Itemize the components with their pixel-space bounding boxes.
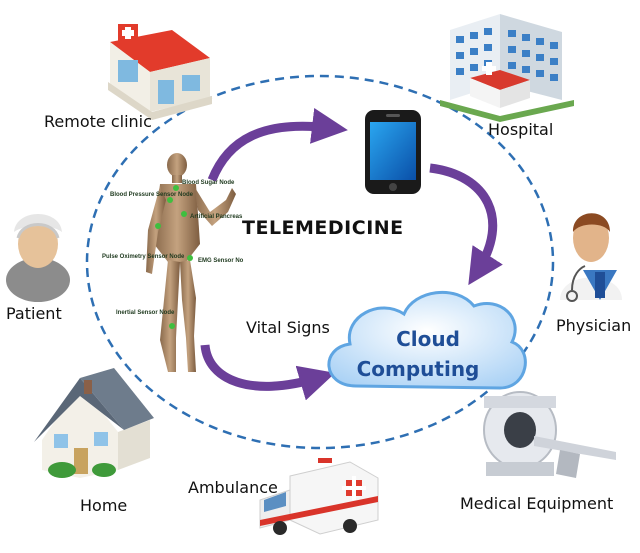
hospital-icon <box>440 14 574 122</box>
sensor-label-pulse-oximetry: Pulse Oximetry Sensor Node <box>102 254 185 260</box>
home-icon <box>34 368 154 478</box>
vital-signs-label: Vital Signs <box>246 318 330 337</box>
label-home: Home <box>80 496 128 515</box>
mri-scanner-icon <box>483 391 616 478</box>
physician-icon <box>560 213 622 302</box>
label-physician: Physician <box>556 316 632 335</box>
arrow-body-to-phone <box>207 108 348 182</box>
label-patient: Patient <box>6 304 62 323</box>
arrow-phone-to-cloud <box>429 163 503 286</box>
cloud-label-line2: Computing <box>357 357 480 381</box>
label-medical-equipment: Medical Equipment <box>460 494 614 513</box>
arrow-body-to-cloud <box>200 344 336 401</box>
smartphone-icon <box>365 110 421 194</box>
ambulance-icon <box>259 458 379 535</box>
center-title: TELEMEDICINE <box>242 217 404 239</box>
label-ambulance: Ambulance <box>188 478 278 497</box>
dashed-network-ring <box>85 74 555 450</box>
human-body-figure: Blood Pressure Sensor Node Blood Sugar N… <box>102 153 244 372</box>
sensor-label-blood-sugar: Blood Sugar Node <box>182 180 235 186</box>
remote-clinic-icon <box>108 24 212 120</box>
sensor-label-blood-pressure: Blood Pressure Sensor Node <box>110 192 194 198</box>
sensor-label-artificial-pancreas: Artificial Pancreas <box>190 214 243 220</box>
sensor-label-inertial: Inertial Sensor Node <box>116 310 175 316</box>
cloud-computing-shape: Cloud Computing <box>327 290 527 390</box>
cloud-label-line1: Cloud <box>396 327 460 351</box>
label-remote-clinic: Remote clinic <box>44 112 152 131</box>
label-hospital: Hospital <box>488 120 554 139</box>
patient-icon <box>6 214 70 302</box>
sensor-label-emg: EMG Sensor No <box>198 258 244 264</box>
